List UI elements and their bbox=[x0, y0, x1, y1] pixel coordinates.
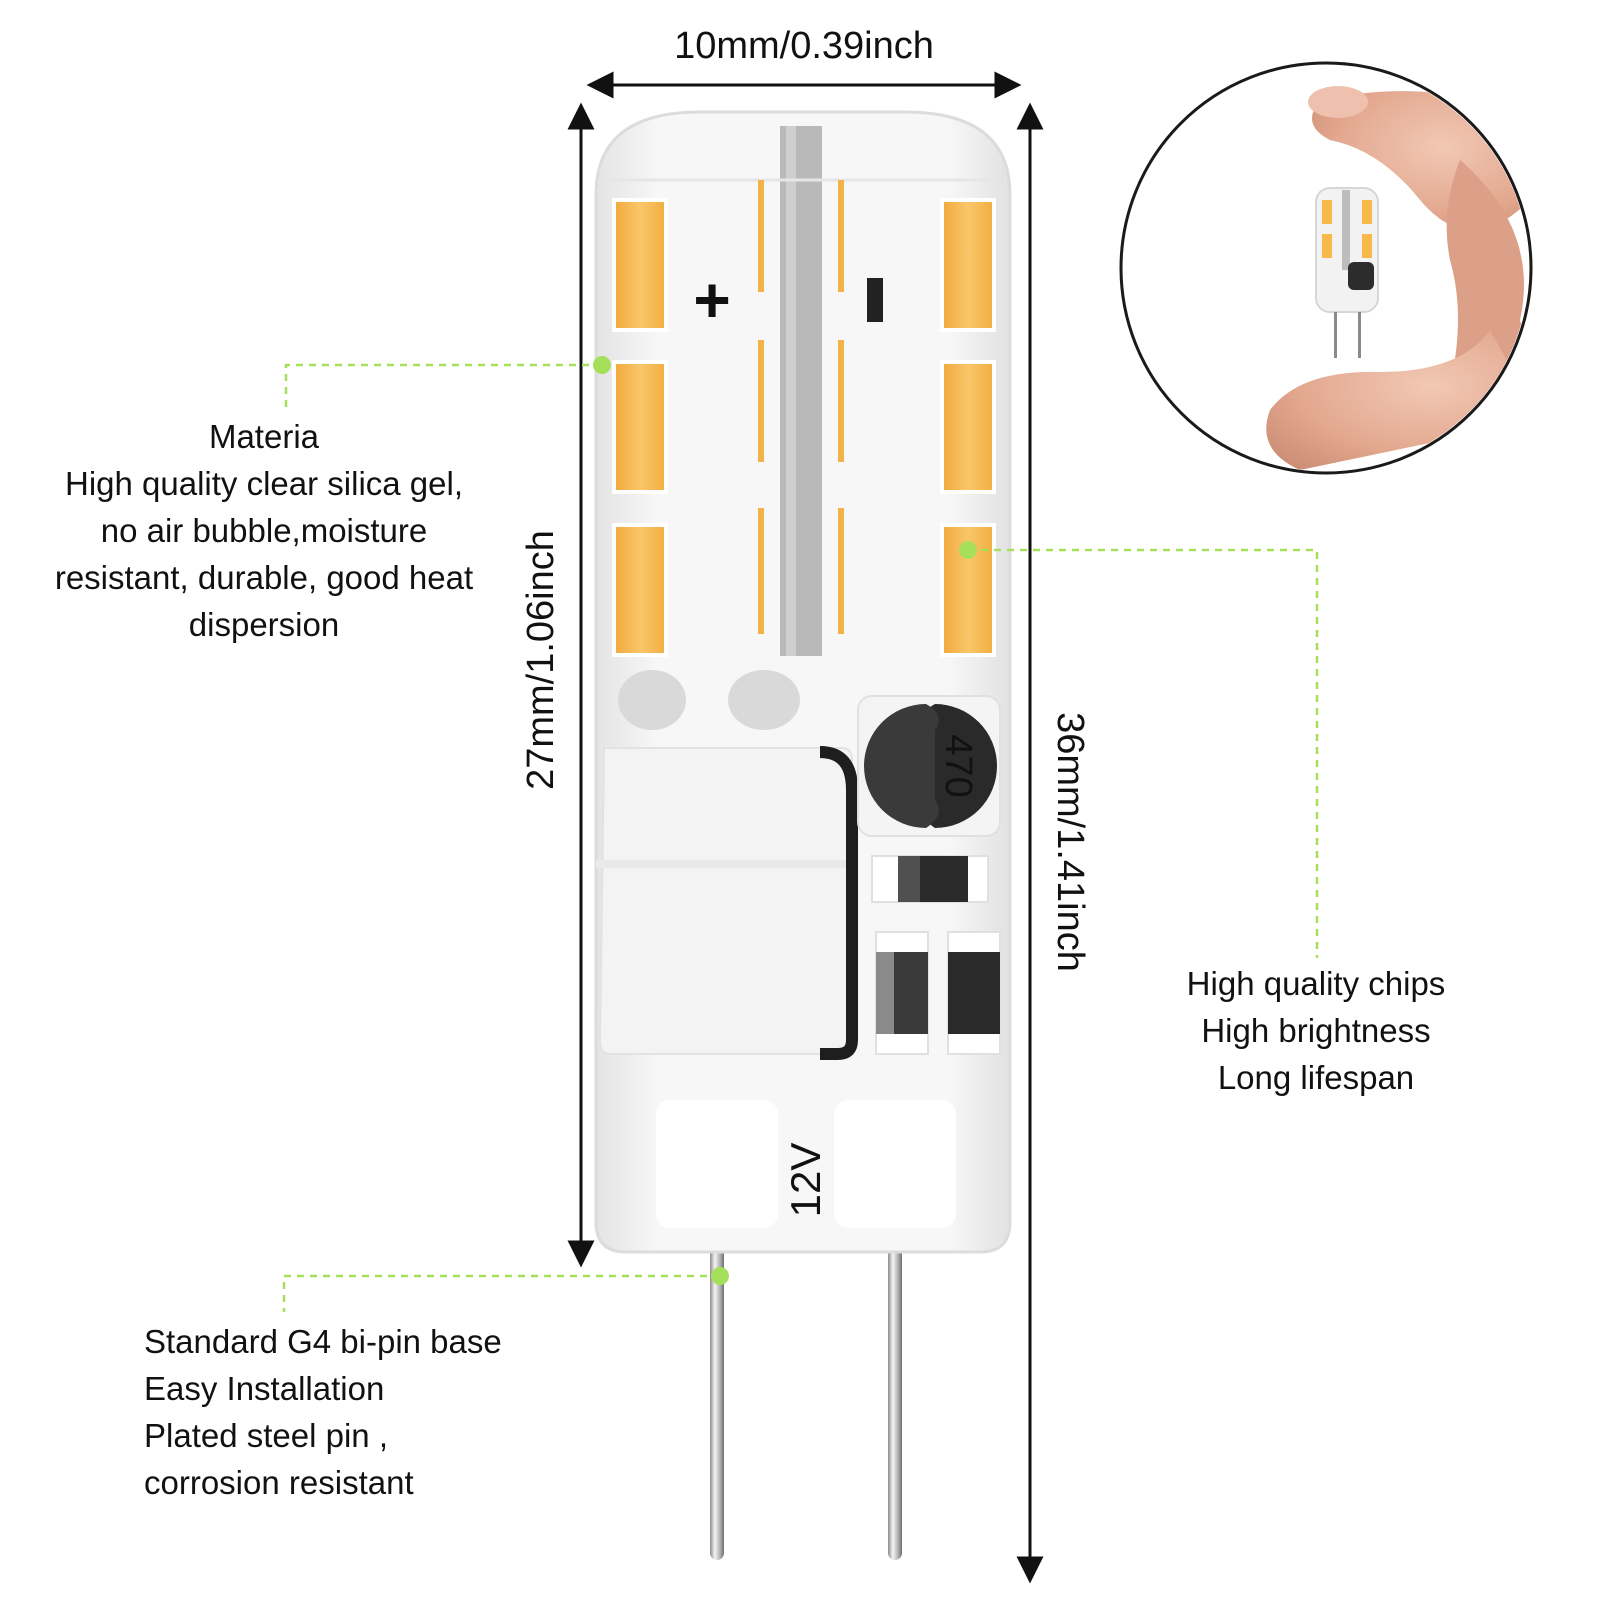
capacitor bbox=[596, 746, 858, 1060]
dimension-width: 10mm/0.39inch bbox=[586, 25, 1022, 99]
led-chip-column-left bbox=[612, 198, 668, 657]
led-chip bbox=[940, 360, 996, 494]
dimension-body-height: 27mm/1.06inch bbox=[520, 102, 595, 1268]
base-callout-line: Plated steel pin , bbox=[144, 1417, 388, 1454]
material-callout-line: dispersion bbox=[188, 606, 340, 643]
diode bbox=[871, 855, 989, 903]
base-callout-line: Standard G4 bi-pin base bbox=[144, 1323, 502, 1360]
led-chip bbox=[612, 360, 668, 494]
plus-sign: + bbox=[693, 264, 730, 336]
smd-components bbox=[875, 931, 1001, 1055]
chips-callout-line: High brightness bbox=[1201, 1012, 1431, 1049]
base-callout-line: corrosion resistant bbox=[144, 1464, 414, 1501]
base-callout-line: Easy Installation bbox=[144, 1370, 385, 1407]
chips-callout-line: Long lifespan bbox=[1217, 1059, 1415, 1096]
bi-pin-base bbox=[710, 1220, 902, 1560]
dimension-total-height: 36mm/1.41inch bbox=[1016, 102, 1091, 1584]
material-callout-line: resistant, durable, good heat bbox=[54, 559, 474, 596]
capacitor-marking: 470 bbox=[937, 734, 979, 797]
total-height-label: 36mm/1.41inch bbox=[1049, 712, 1091, 972]
material-callout-line: High quality clear silica gel, bbox=[64, 465, 463, 502]
led-chip-column-center bbox=[758, 180, 844, 634]
chips-callout: High quality chips High brightness Long … bbox=[1130, 960, 1502, 1101]
minus-sign bbox=[867, 278, 883, 322]
material-callout-line: no air bubble,moisture bbox=[100, 512, 428, 549]
material-callout: Materia High quality clear silica gel, n… bbox=[10, 413, 518, 648]
chips-leader bbox=[959, 541, 1319, 958]
led-chip bbox=[612, 198, 668, 332]
chips-callout-line: High quality chips bbox=[1186, 965, 1446, 1002]
bulb-body: + 470 bbox=[594, 110, 1012, 1254]
material-leader bbox=[284, 356, 611, 412]
left-pin bbox=[710, 1220, 724, 1560]
inductor: 470 bbox=[857, 695, 1001, 837]
base-callout: Standard G4 bi-pin base Easy Installatio… bbox=[144, 1318, 604, 1506]
body-height-label: 27mm/1.06inch bbox=[520, 530, 562, 790]
width-label: 10mm/0.39inch bbox=[674, 25, 934, 67]
led-chip bbox=[940, 198, 996, 332]
finger-holding-bulb-photo bbox=[1119, 61, 1533, 475]
bulb-base: 12V bbox=[656, 1100, 956, 1228]
right-pin bbox=[888, 1220, 902, 1560]
material-callout-title: Materia bbox=[208, 418, 320, 455]
led-chip bbox=[612, 523, 668, 657]
base-leader bbox=[282, 1267, 729, 1312]
led-chip-column-right bbox=[940, 198, 996, 657]
voltage-marking: 12V bbox=[782, 1143, 829, 1218]
